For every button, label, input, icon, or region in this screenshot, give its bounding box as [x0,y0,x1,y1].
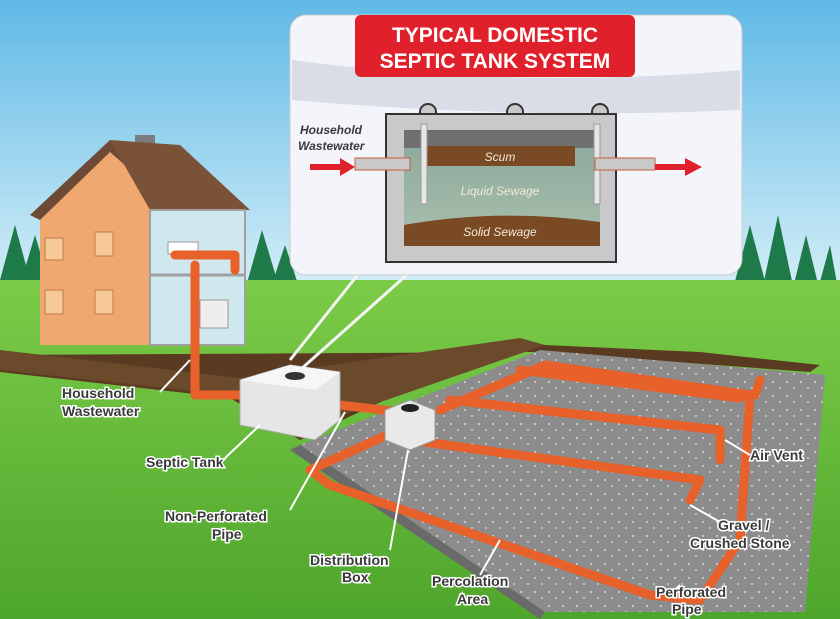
label-household-wastewater-1: Household [62,385,134,401]
scum-label: Scum [485,150,516,164]
liquid-sewage-label: Liquid Sewage [461,184,540,198]
inset-inlet-label-1: Household [300,123,363,137]
septic-tank [239,364,341,441]
distribution-box [384,399,436,451]
solid-sewage-label: Solid Sewage [463,225,537,239]
house-drain-pipe [170,250,255,400]
air-vent-pipes [685,375,765,505]
label-septic-tank: Septic Tank [146,454,224,470]
label-gravel-1: Gravel / [718,517,769,533]
title-line2: SEPTIC TANK SYSTEM [380,50,611,73]
inset-panel: TYPICAL DOMESTIC SEPTIC TANK SYSTEM Scum… [288,14,743,372]
inset-inlet-label-2: Wastewater [298,139,366,153]
label-perforated-1: Perforated [656,584,726,600]
label-gravel-2: Crushed Stone [690,535,790,551]
label-distribution-1: Distribution [310,552,389,568]
title-line1: TYPICAL DOMESTIC [392,24,598,47]
label-non-perforated-1: Non-Perforated [165,508,267,524]
label-distribution-2: Box [342,569,369,585]
callout-lines [159,359,751,596]
label-percolation-1: Percolation [432,573,508,589]
label-non-perforated-2: Pipe [212,526,242,542]
title-banner [355,15,635,77]
tank-cross-section: Scum Liquid Sewage Solid Sewage [354,103,656,263]
label-perforated-2: Pipe [672,601,702,617]
outlet-arrow-icon [655,158,702,176]
label-percolation-2: Area [457,591,488,607]
label-household-wastewater-2: Wastewater [62,403,140,419]
excavation [0,345,820,440]
inlet-arrow-icon [310,158,355,176]
label-air-vent: Air Vent [750,447,803,463]
